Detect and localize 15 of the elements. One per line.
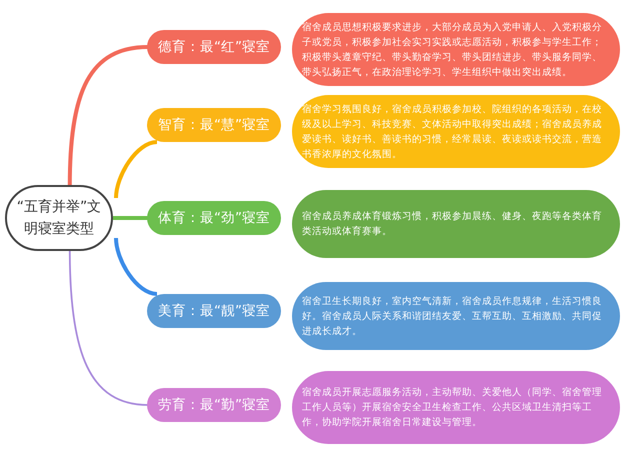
description-pill: 宿舍学习氛围良好，宿舍成员积极参加校、院组织的各项活动，在校级及以上学习、科技竞赛、文体活动中取得突出成绩；宿舍成员养成爱读书、读好书、善读书的习惯，经常晨读、夜读或读书交流，营造书香浓厚的文化氛围。	[292, 95, 620, 168]
category-pill: 德育：最“红”寝室	[147, 30, 281, 64]
topic-pill: “五育并举”文明寝室类型	[5, 185, 113, 251]
connector-line	[114, 140, 158, 198]
category-pill: 智育：最“慧”寝室	[147, 108, 281, 142]
connector-line	[68, 45, 148, 186]
description-pill: 宿舍卫生长期良好，室内空气清新，宿舍成员作息规律，生活习惯良好。宿舍成员人际关系和谐团结友爱、互帮互助、互相激励、共同促进成长成才。	[292, 282, 620, 350]
category-pill: 美育：最“靓”寝室	[147, 294, 281, 328]
description-pill: 宿舍成员养成体育锻炼习惯，积极参加晨练、健身、夜跑等各类体育类活动或体育赛事。	[292, 190, 620, 258]
category-pill: 劳育：最“勤”寝室	[147, 388, 281, 422]
description-pill: 宿舍成员思想积极要求进步，大部分成员为入党申请人、入党积极分子或党员，积极参加社会实习实践或志愿活动，积极参与学生工作；积极带头遵章守纪、带头勤奋学习、带头团结进步、带头服务同学、带头弘扬正气，在政治理论学习、学生组织中做出突出成绩。	[292, 13, 620, 86]
connector-line	[114, 238, 158, 296]
category-pill: 体育：最“劲”寝室	[147, 201, 281, 235]
connector-line	[113, 216, 148, 220]
description-pill: 宿舍成员开展志愿服务活动，主动帮助、关爱他人（同学、宿舍管理工作人员等）开展宿舍安全卫生检查工作、公共区域卫生清扫等工作，协助学院开展宿舍日常建设与管理。	[292, 371, 620, 444]
